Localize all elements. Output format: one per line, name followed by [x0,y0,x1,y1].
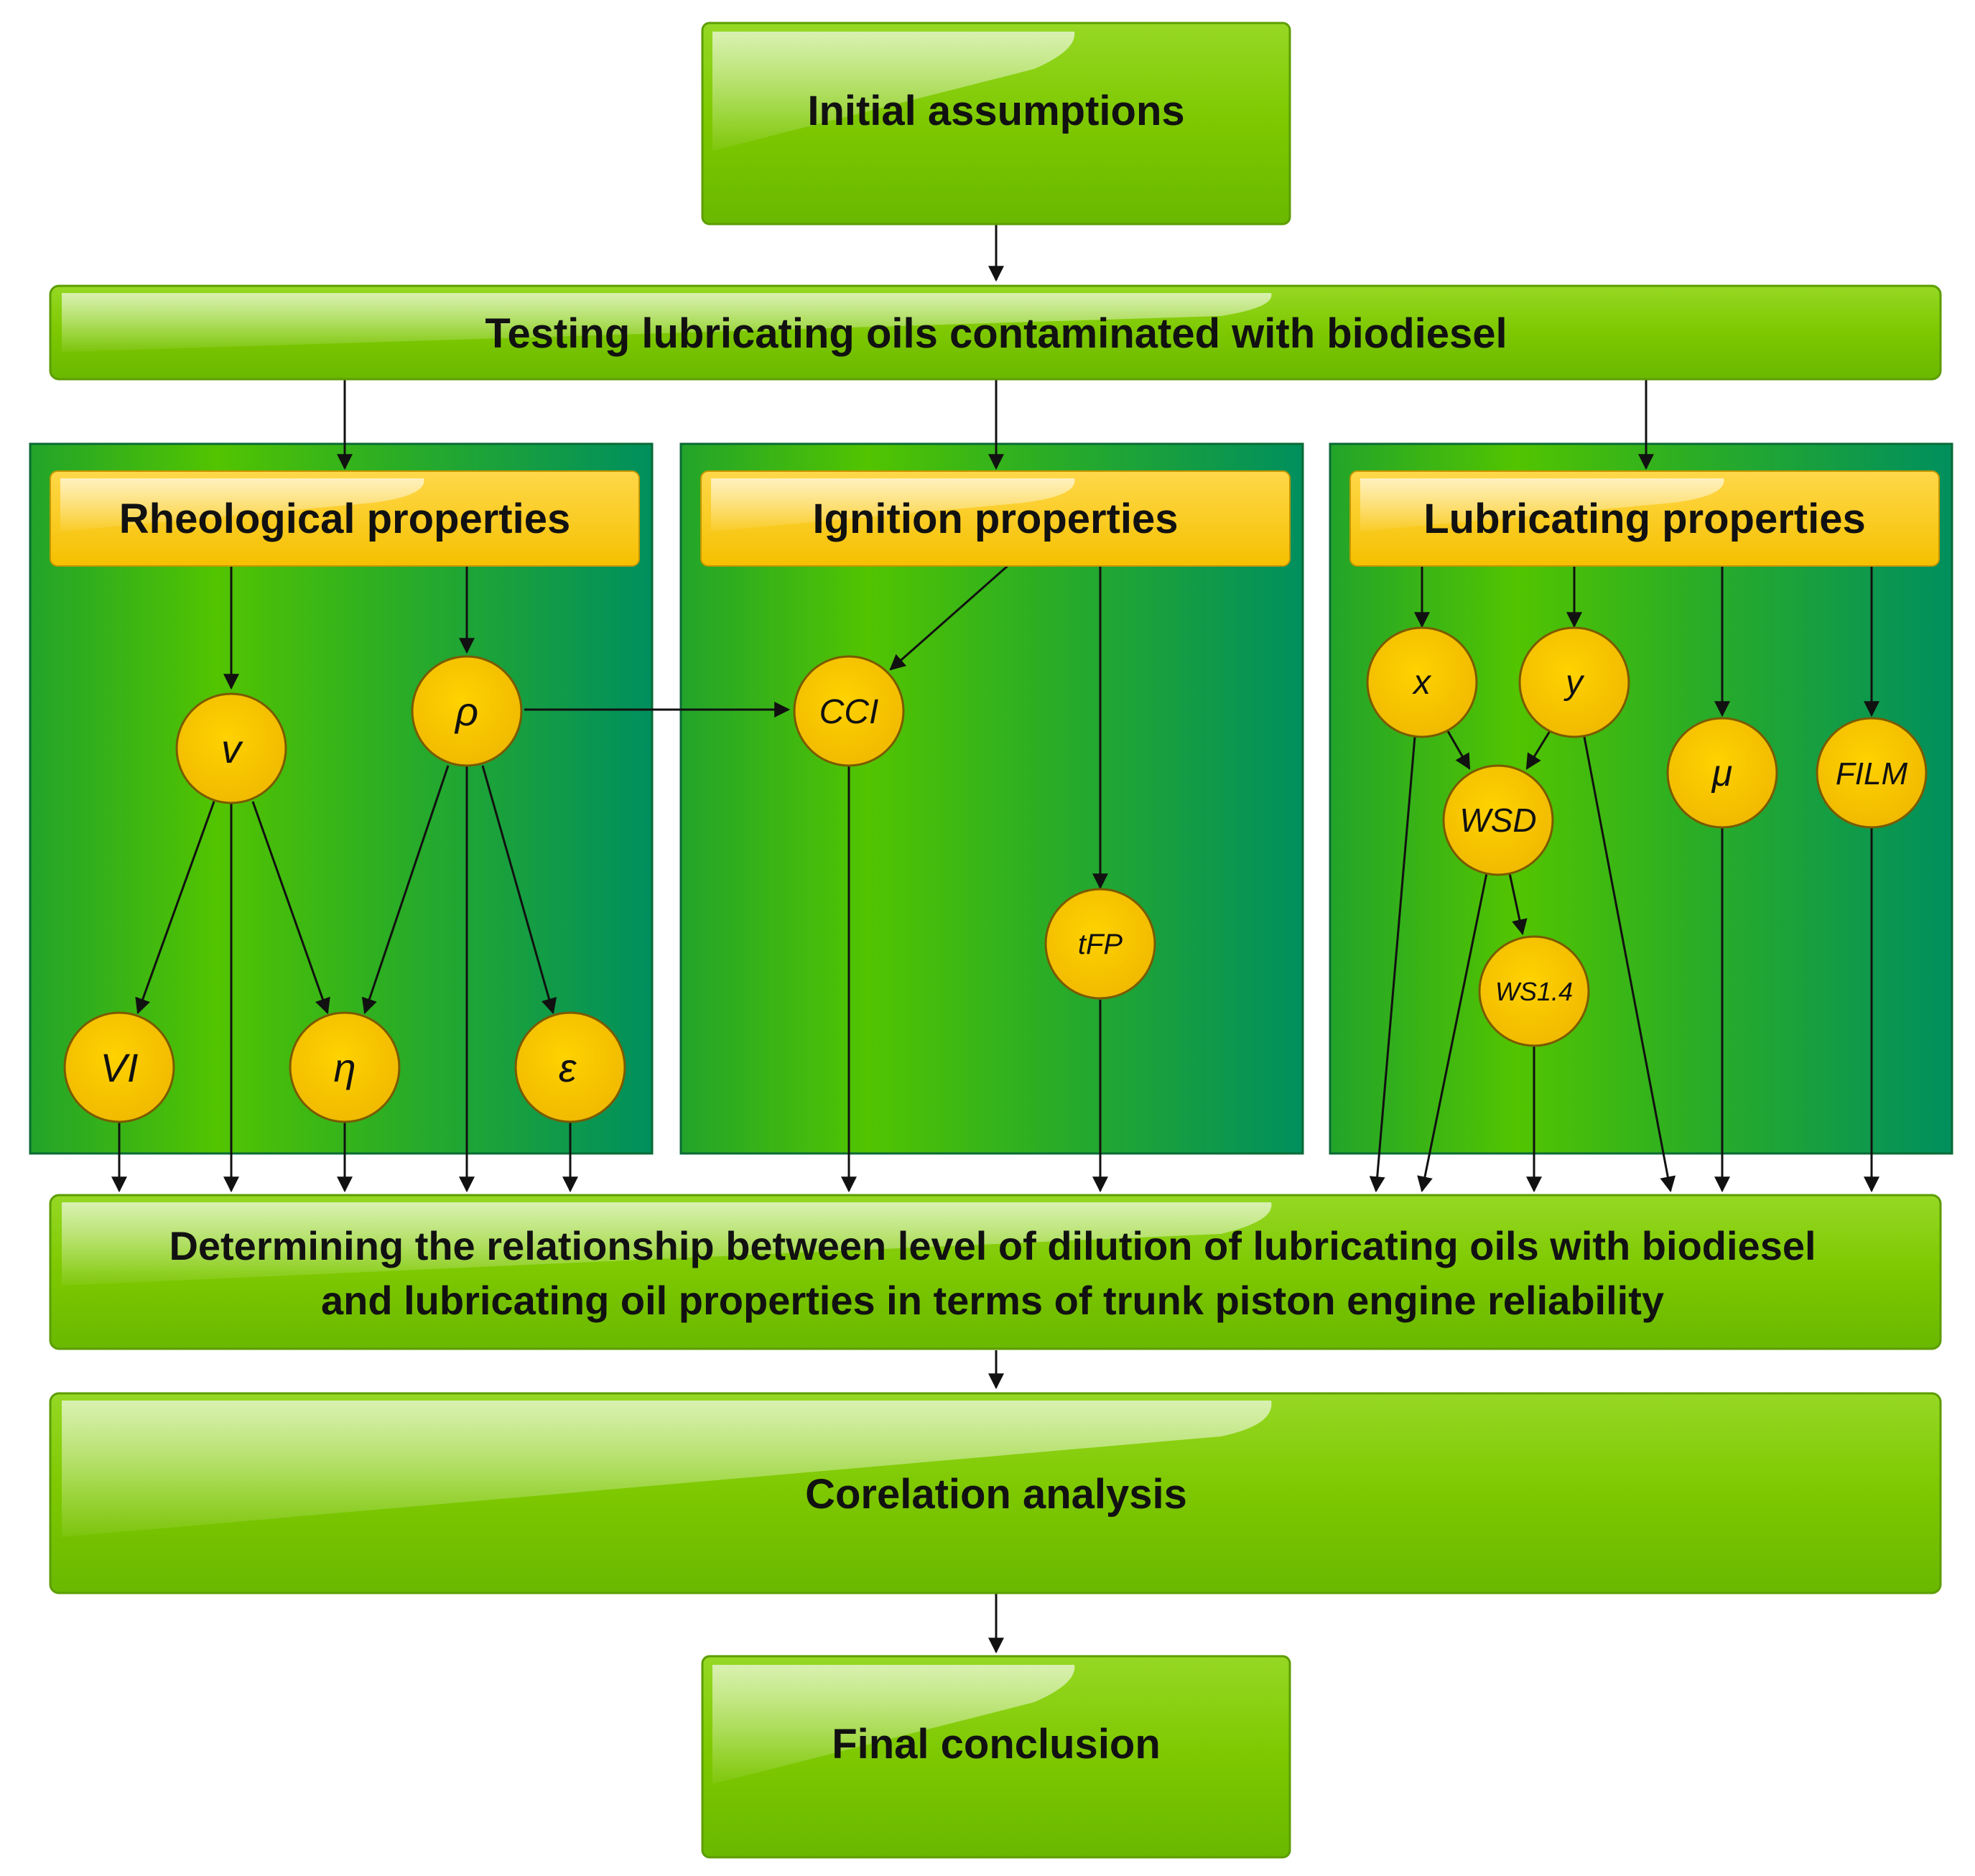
node-film: FILM [1816,717,1928,829]
box-initial-assumptions: Initial assumptions [701,22,1291,226]
node-vi: VI [63,1011,175,1123]
svg-text:tFP: tFP [1078,929,1123,960]
arrow-wsd-ws14 [1508,873,1528,936]
node-eps: ε [514,1011,626,1123]
svg-text:η: η [333,1045,356,1090]
svg-text:x: x [1412,664,1432,702]
svg-text:CCI: CCI [819,693,879,731]
svg-text:μ: μ [1711,753,1733,794]
node-y: y [1518,626,1630,738]
arrow-wsd-determining [1417,873,1488,1193]
svg-text:v: v [221,726,243,771]
node-eta: η [289,1011,401,1123]
svg-text:WSD: WSD [1459,802,1536,839]
arrow-ignition-cci [889,565,1008,671]
svg-text:VI: VI [101,1045,139,1090]
rheological-label: Rheological properties [119,496,570,542]
node-cci: CCI [793,655,905,767]
arrow-y-wsd [1525,730,1551,770]
node-mu: μ [1666,717,1778,829]
header-rheological: Rheological properties [50,470,640,567]
initial-assumptions-label: Initial assumptions [807,88,1184,134]
node-ws14: WS1.4 [1478,935,1590,1047]
node-wsd: WSD [1442,764,1554,876]
box-determining: Determining the relationship between lev… [49,1194,1942,1350]
determining-label-line2: and lubricating oil properties in terms … [321,1278,1664,1323]
arrow-x-wsd [1446,730,1471,770]
box-testing: Testing lubricating oils contaminated wi… [49,284,1942,381]
svg-text:ε: ε [559,1045,577,1090]
node-tfp: tFP [1044,888,1156,1000]
svg-text:ρ: ρ [454,689,478,734]
svg-text:FILM: FILM [1836,756,1908,791]
box-final-conclusion: Final conclusion [701,1655,1291,1859]
ignition-label: Ignition properties [812,496,1178,542]
svg-text:y: y [1563,664,1585,702]
node-rho: ρ [411,655,523,767]
testing-label: Testing lubricating oils contaminated wi… [485,310,1507,357]
header-lubricating: Lubricating properties [1349,470,1940,567]
node-v: v [175,692,287,804]
lubricating-label: Lubricating properties [1423,496,1866,542]
correlation-label: Corelation analysis [805,1471,1187,1518]
node-x: x [1366,626,1478,738]
determining-label-line1: Determining the relationship between lev… [169,1223,1816,1268]
header-ignition: Ignition properties [700,470,1291,567]
arrow-v-eta [251,801,330,1015]
box-correlation: Corelation analysis [49,1392,1942,1594]
svg-text:WS1.4: WS1.4 [1495,977,1573,1006]
arrow-rho-eps [481,765,557,1015]
arrow-v-vi [135,801,215,1015]
arrows [111,224,1879,1654]
arrow-y-determining [1583,736,1676,1193]
arrow-x-determining [1369,736,1416,1193]
final-conclusion-label: Final conclusion [832,1721,1161,1768]
arrow-rho-eta [361,765,450,1015]
